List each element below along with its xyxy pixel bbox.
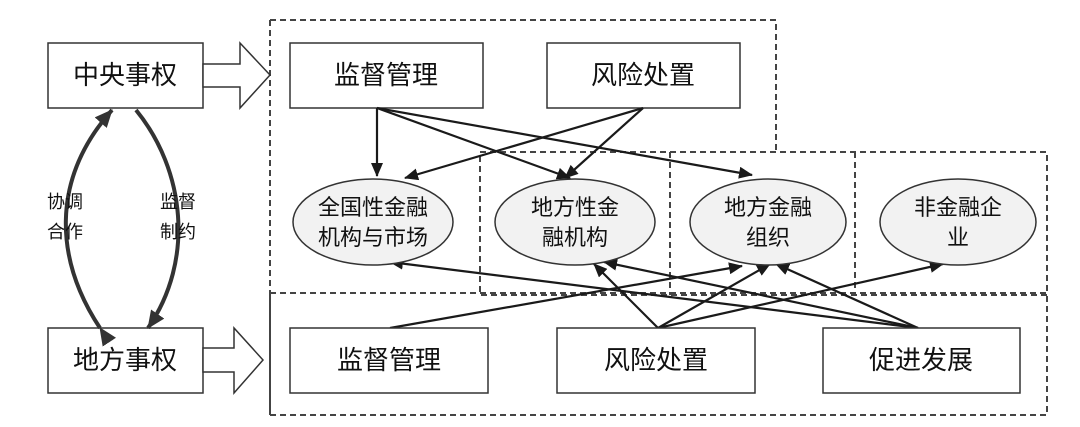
institution-non-financial-line1: 非金融企 [914, 196, 1002, 221]
institution-national-line1: 全国性金融 [318, 196, 428, 221]
local-power-label: 地方事权 [73, 346, 177, 376]
central-supervision-label: 监督管理 [334, 61, 438, 91]
central-risk-box: 风险处置 [546, 42, 741, 109]
institution-national: 全国性金融 机构与市场 [292, 178, 454, 266]
institution-local-financial: 地方性金 融机构 [494, 178, 656, 266]
central-block-arrow [202, 41, 272, 110]
coordinate-label-2: 合作 [47, 222, 83, 243]
edge-cs-localinst [376, 106, 571, 180]
local-supervision-label: 监督管理 [337, 346, 441, 376]
institution-non-financial: 非金融企 业 [879, 178, 1037, 266]
edge-ls-localorg [389, 262, 743, 330]
edge-lr-localorg [657, 263, 771, 329]
central-supervision-box: 监督管理 [289, 42, 484, 109]
supervise-label-2: 制约 [160, 222, 196, 243]
local-risk-box: 风险处置 [556, 327, 756, 394]
edge-lr-localinst [593, 263, 659, 329]
edge-lr-nonfin [657, 260, 944, 330]
supervise-arrow [134, 108, 181, 330]
edge-ld-localorg [775, 262, 919, 330]
local-development-label: 促进发展 [869, 346, 973, 376]
local-power-box: 地方事权 [47, 327, 204, 394]
central-risk-label: 风险处置 [591, 61, 695, 91]
edge-cr-localinst [564, 107, 644, 179]
edge-ld-localinst [603, 258, 919, 330]
central-region [270, 19, 777, 152]
central-power-label: 中央事权 [73, 61, 177, 91]
institution-local-financial-line2: 融机构 [542, 226, 608, 251]
supervise-label-1: 监督 [160, 192, 196, 213]
coordinate-arrow [63, 108, 117, 347]
local-supervision-box: 监督管理 [289, 327, 489, 394]
local-risk-label: 风险处置 [604, 346, 708, 376]
institution-local-financial-line1: 地方性金 [531, 196, 619, 221]
institution-national-line2: 机构与市场 [318, 226, 428, 251]
edges [371, 106, 944, 330]
local-block-arrow [202, 326, 265, 395]
edge-cr-national [404, 106, 644, 181]
curved-arrows [63, 108, 181, 347]
institution-local-org: 地方金融 组织 [689, 178, 847, 266]
central-power-box: 中央事权 [47, 42, 204, 109]
institution-local-org-line2: 组织 [746, 226, 790, 251]
edge-cs-localorg [376, 106, 753, 179]
coordinate-label-1: 协调 [47, 192, 83, 213]
local-development-box: 促进发展 [822, 327, 1021, 394]
institution-non-financial-line2: 业 [947, 226, 969, 251]
edge-ld-national [389, 257, 919, 330]
institution-local-org-line1: 地方金融 [724, 196, 812, 221]
